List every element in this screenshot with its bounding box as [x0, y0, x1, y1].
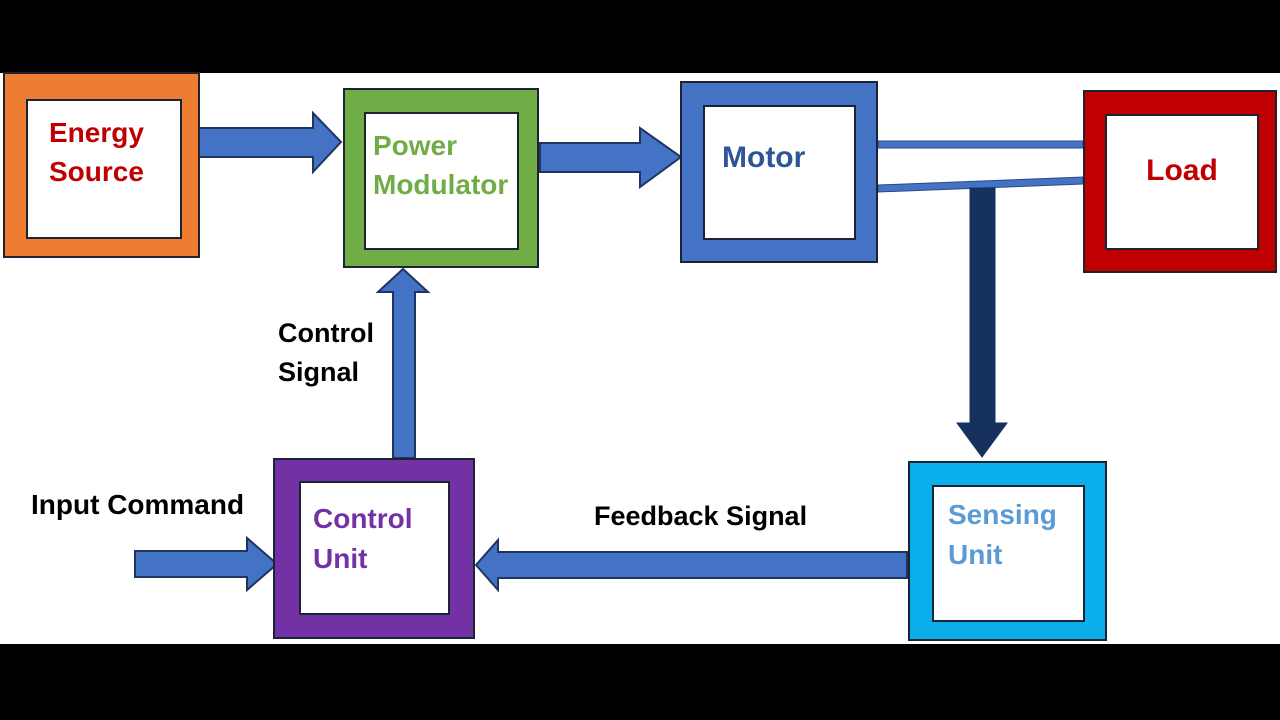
control-unit-inner-box: Control Unit: [299, 481, 450, 615]
top-letterbox-bar: [0, 0, 1280, 73]
control-unit-block: Control Unit: [273, 458, 475, 639]
sensing-unit-label: Sensing Unit: [948, 499, 1057, 570]
arrow-input-to-control-unit: [134, 535, 279, 593]
power-modulator-label: Power Modulator: [373, 130, 509, 200]
sensing-unit-inner-box: Sensing Unit: [932, 485, 1085, 622]
sensing-unit-block: Sensing Unit: [908, 461, 1107, 641]
load-inner-box: Load: [1105, 114, 1259, 250]
arrow-control-unit-to-modulator: [375, 267, 431, 459]
arrow-modulator-to-motor: [539, 126, 683, 189]
arrow-shaft-to-sensing-unit: [956, 187, 1008, 458]
energy-source-inner-box: Energy Source: [26, 99, 182, 239]
feedback-signal-label: Feedback Signal: [594, 501, 808, 531]
control-unit-label: Control Unit: [313, 503, 413, 574]
load-label: Load: [1146, 154, 1218, 187]
power-modulator-block: Power Modulator: [343, 88, 539, 268]
energy-source-block: Energy Source: [3, 72, 200, 258]
motor-load-shaft-line-upper: [877, 140, 1084, 149]
input-command-label: Input Command: [31, 489, 245, 520]
motor-block: Motor: [680, 81, 878, 263]
control-signal-label: Control Signal: [278, 318, 374, 388]
motor-label: Motor: [722, 141, 806, 174]
bottom-letterbox-bar: [0, 644, 1280, 720]
motor-inner-box: Motor: [703, 105, 856, 240]
arrow-energy-to-modulator: [198, 110, 343, 175]
arrow-sensing-to-control-unit: [474, 537, 908, 593]
load-block: Load: [1083, 90, 1277, 273]
power-modulator-inner-box: Power Modulator: [364, 112, 519, 250]
energy-source-label: Energy Source: [49, 117, 144, 187]
